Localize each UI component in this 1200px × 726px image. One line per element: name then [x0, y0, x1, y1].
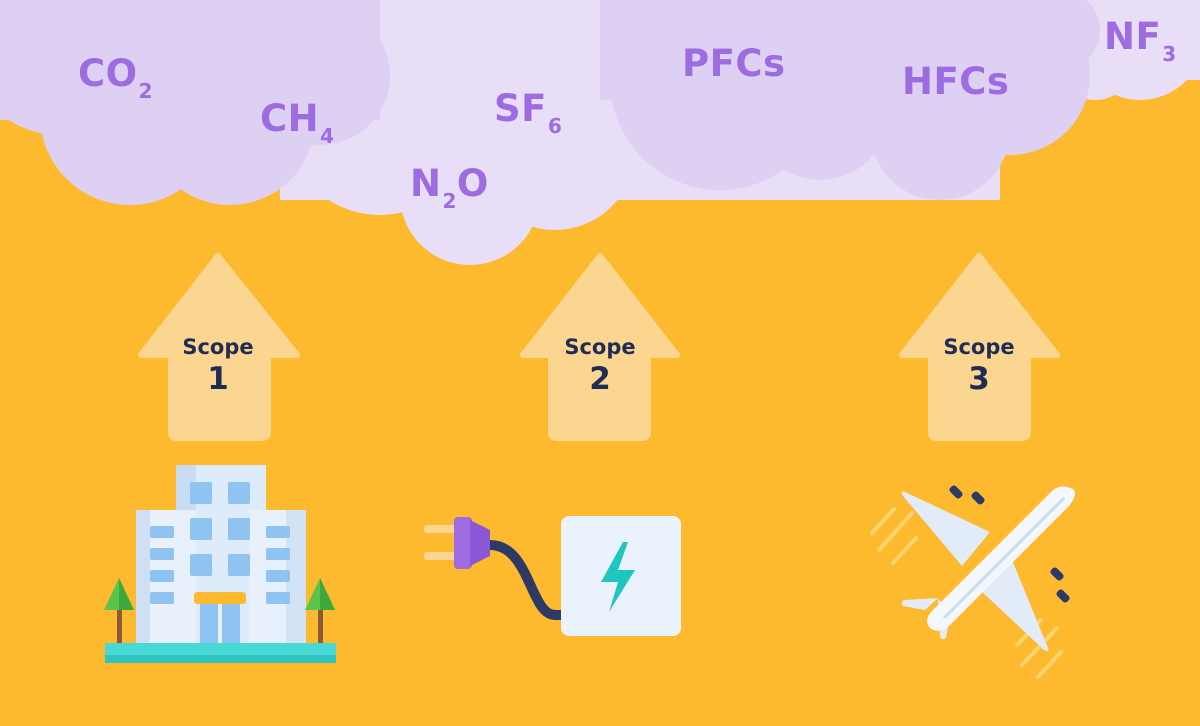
scope-3-label: Scope 3 [902, 337, 1056, 395]
scope-2-arrow [520, 253, 680, 441]
gas-label-hfcs: HFCs [902, 63, 1009, 100]
tree-icon [104, 578, 335, 644]
gas-sf6-base: SF [494, 87, 547, 130]
scope-1-number: 1 [207, 361, 229, 397]
scope-2-number: 2 [589, 361, 611, 397]
scope-3-arrow [899, 253, 1060, 441]
scope-1-label: Scope 1 [141, 337, 295, 395]
gas-label-sf6: SF6 [494, 87, 562, 136]
gas-label-co2: CO2 [78, 52, 153, 101]
gas-pfcs-text: PFCs [682, 42, 786, 85]
lightning-icon [601, 542, 635, 612]
gas-co2-subscript: 2 [138, 79, 154, 103]
scope-1-title: Scope [182, 335, 254, 359]
gas-label-nf3: NF3 [1104, 15, 1177, 64]
gas-label-n2o: N2O [410, 162, 489, 211]
gas-n2o-post: O [456, 162, 489, 205]
scope-3-title: Scope [943, 335, 1015, 359]
gas-n2o-pre: N [410, 162, 442, 205]
gas-ch4-base: CH [260, 97, 320, 140]
gas-ch4-subscript: 4 [320, 124, 335, 148]
gas-hfcs-text: HFCs [902, 60, 1010, 103]
scope-2-label: Scope 2 [523, 337, 677, 395]
gas-co2-base: CO [78, 52, 138, 95]
scope-3-number: 3 [968, 361, 990, 397]
gas-sf6-subscript: 6 [547, 114, 563, 138]
gas-nf3-base: NF [1104, 15, 1162, 58]
gas-nf3-subscript: 3 [1162, 42, 1177, 66]
gas-n2o-subscript: 2 [442, 189, 457, 213]
gas-label-ch4: CH4 [260, 97, 335, 146]
scope-1-arrow [138, 253, 300, 441]
gas-label-pfcs: PFCs [682, 45, 786, 82]
scope-2-title: Scope [564, 335, 636, 359]
